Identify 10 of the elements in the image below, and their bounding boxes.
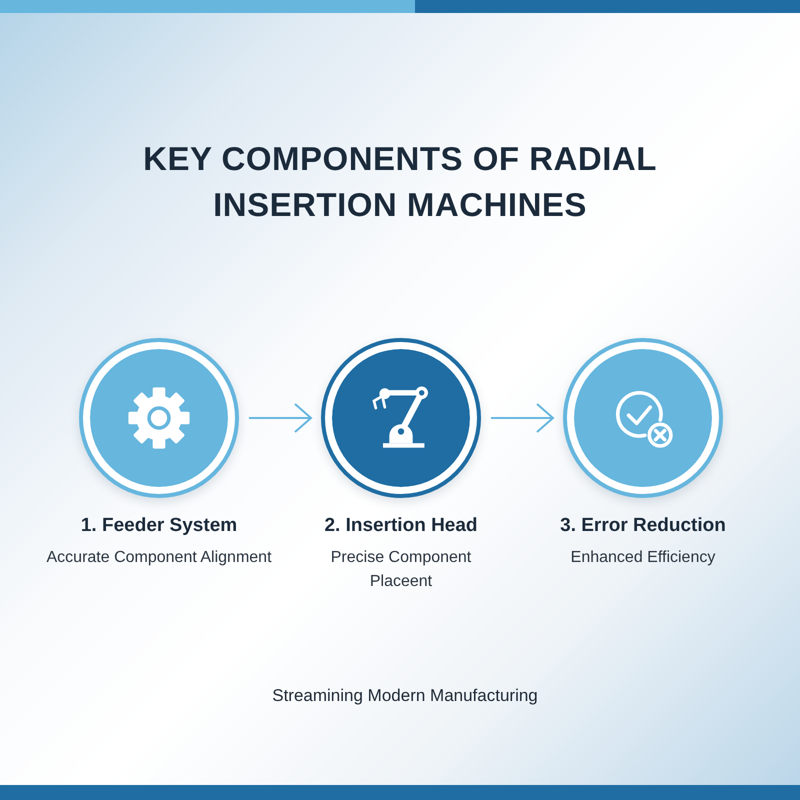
step-title: 2. Insertion Head [324, 514, 478, 538]
caption: Streamining Modern Manufacturing [271, 685, 539, 707]
step-title: 3. Error Reduction [560, 514, 726, 538]
step-description: Accurate Component Alignment [46, 548, 272, 568]
step-description: Enhanced Efficiency [570, 548, 716, 568]
step-description: Precise Component Placeent [330, 548, 472, 592]
arrow [491, 403, 554, 433]
arrow [249, 403, 312, 433]
title: KEY COMPONENTS OF RADIAL INSERTION MACHINES [142, 139, 658, 225]
step-title: 1. Feeder System [80, 514, 238, 538]
